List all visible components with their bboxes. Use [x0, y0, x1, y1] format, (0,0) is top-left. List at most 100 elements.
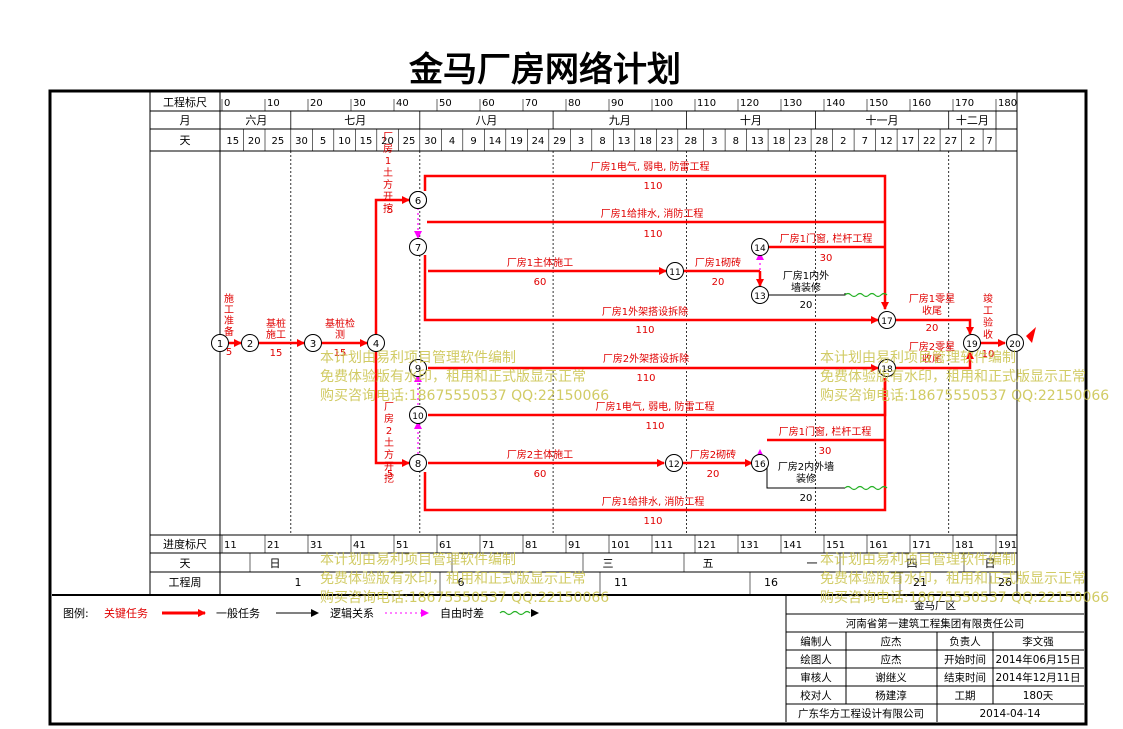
node-4: 4: [367, 334, 385, 352]
task-duration: 10: [982, 349, 995, 360]
node-17: 17: [878, 311, 896, 329]
task-duration: 5: [387, 469, 393, 480]
svg-text:1: 1: [217, 339, 223, 350]
task-duration: 5: [226, 347, 232, 358]
task-duration: 20: [800, 300, 813, 311]
task-name: 厂房1外架搭设拆除: [602, 305, 688, 318]
day-label: 20: [381, 136, 394, 147]
drawer-value: 应杰: [881, 653, 902, 666]
day-label: 20: [248, 136, 261, 147]
day-label: 3: [711, 136, 717, 147]
task-name: 厂房1电气, 弱电, 防雷工程: [595, 400, 714, 413]
svg-text:2: 2: [247, 339, 253, 350]
svg-text:工: 工: [983, 306, 993, 317]
svg-text:方: 方: [384, 448, 394, 461]
day-label: 2: [969, 136, 975, 147]
task-duration: 20: [707, 469, 720, 480]
day-label: 4: [449, 136, 455, 147]
node-10: 10: [409, 406, 427, 424]
month-label: 六月: [245, 114, 267, 127]
checker-label: 校对人: [800, 689, 832, 702]
node-7: 7: [409, 238, 427, 256]
day-label: 14: [489, 136, 502, 147]
progress-tick: 61: [439, 540, 452, 551]
node-12: 12: [665, 454, 683, 472]
week-label: 11: [614, 576, 628, 589]
month-label: 十二月: [956, 113, 989, 127]
svg-text:工: 工: [224, 305, 234, 316]
day-label: 28: [815, 136, 828, 147]
task-duration: 20: [800, 493, 813, 504]
start-value: 2014年06月15日: [996, 653, 1081, 666]
top-scale-tick: 10: [267, 98, 280, 109]
day-label: 2: [840, 136, 846, 147]
weekday-label: 一: [807, 557, 818, 570]
svg-text:施工: 施工: [266, 328, 286, 341]
task-name: 厂房1砌砖: [695, 256, 741, 269]
day-label: 3: [578, 136, 584, 147]
day-label: 8: [599, 136, 605, 147]
task-duration: 30: [819, 446, 832, 457]
day-label: 23: [794, 136, 807, 147]
svg-text:收尾: 收尾: [922, 304, 942, 317]
task-duration: 60: [534, 469, 547, 480]
svg-text:房: 房: [383, 142, 393, 155]
top-scale-tick: 50: [439, 98, 452, 109]
progress-tick: 31: [310, 540, 323, 551]
progress-header: 进度标尺: [163, 537, 207, 551]
plan-date: 2014-04-14: [979, 708, 1040, 720]
legend-label: 图例:: [63, 606, 89, 620]
node-6: 6: [409, 191, 427, 209]
svg-text:竣: 竣: [983, 292, 993, 305]
weekday-header: 天: [180, 557, 191, 570]
svg-text:16: 16: [754, 460, 766, 470]
svg-text:土: 土: [384, 436, 394, 449]
svg-text:1: 1: [385, 156, 391, 167]
svg-text:收: 收: [983, 328, 993, 341]
svg-text:土: 土: [383, 166, 393, 179]
svg-text:10: 10: [412, 412, 424, 422]
top-scale-tick: 150: [869, 98, 888, 109]
legend-critical-label: 关键任务: [104, 606, 148, 620]
svg-text:房: 房: [384, 412, 394, 425]
progress-tick: 91: [568, 540, 581, 551]
week-header: 工程周: [169, 576, 202, 589]
week-label: 26: [998, 576, 1012, 589]
weekday-label: 日: [270, 557, 281, 570]
progress-tick: 101: [611, 540, 630, 551]
progress-tick: 121: [697, 540, 716, 551]
reviewer-value: 谢继义: [875, 671, 907, 684]
week-label: 21: [913, 576, 927, 589]
node-14: 14: [751, 238, 769, 256]
top-scale-tick: 60: [482, 98, 495, 109]
task-duration: 110: [643, 181, 662, 192]
progress-tick: 161: [869, 540, 888, 551]
outer-frame: [48, 89, 1088, 726]
svg-text:厂房1内外: 厂房1内外: [783, 269, 829, 282]
top-scale-tick: 140: [826, 98, 845, 109]
task-duration: 20: [926, 323, 939, 334]
progress-tick: 81: [525, 540, 538, 551]
task-duration: 110: [643, 516, 662, 527]
weekday-label: 四: [907, 557, 918, 570]
top-scale-tick: 100: [654, 98, 673, 109]
svg-text:挖: 挖: [384, 472, 394, 485]
svg-text:20: 20: [1009, 340, 1021, 350]
legend-logic-label: 逻辑关系: [330, 606, 374, 620]
day-label: 7: [862, 136, 868, 147]
progress-tick: 181: [955, 540, 974, 551]
day-label: 24: [532, 136, 545, 147]
top-scale-tick: 20: [310, 98, 323, 109]
node-1: 1: [211, 334, 229, 352]
top-scale-tick: 120: [740, 98, 759, 109]
day-label: 10: [338, 136, 351, 147]
svg-text:方: 方: [383, 178, 393, 191]
duration-label: 工期: [955, 690, 976, 702]
svg-text:施: 施: [224, 292, 234, 305]
